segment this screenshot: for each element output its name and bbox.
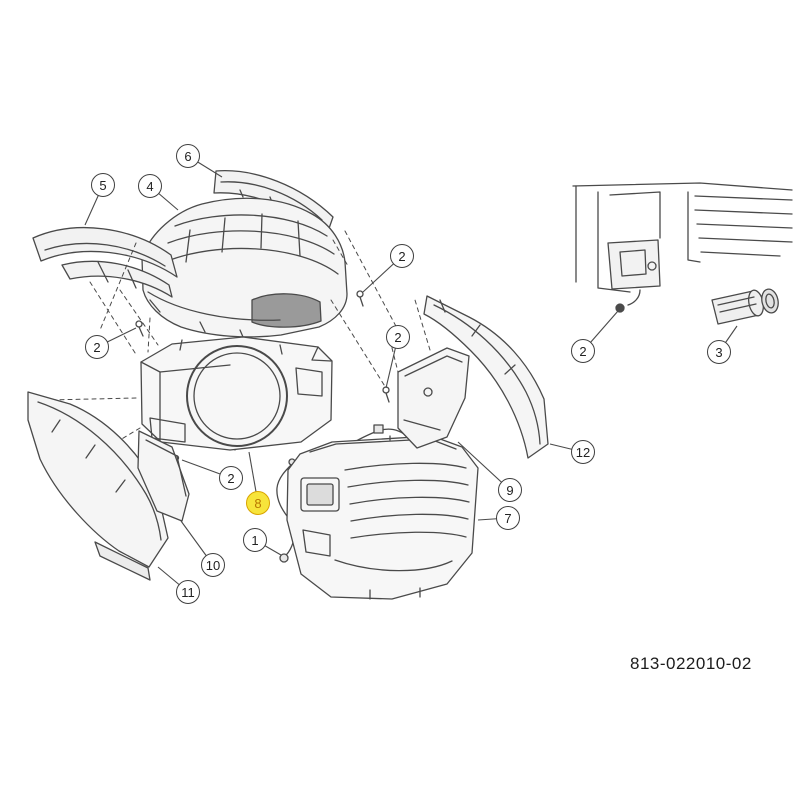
callout-8[interactable]: 8 xyxy=(246,491,270,515)
callout-12[interactable]: 12 xyxy=(571,440,595,464)
alignment-lines xyxy=(47,230,431,471)
callout-2[interactable]: 2 xyxy=(85,335,109,359)
left-rear-panel-part xyxy=(27,391,169,581)
fan-housing-part xyxy=(140,336,333,451)
callout-2[interactable]: 2 xyxy=(571,339,595,363)
callout-6[interactable]: 6 xyxy=(176,144,200,168)
right-front-panel-part xyxy=(397,347,470,449)
left-front-panel-part xyxy=(137,430,190,522)
hood-part xyxy=(141,197,348,338)
callout-2[interactable]: 2 xyxy=(390,244,414,268)
callout-9[interactable]: 9 xyxy=(498,478,522,502)
callout-7[interactable]: 7 xyxy=(496,506,520,530)
detail-view xyxy=(572,182,793,325)
callout-4[interactable]: 4 xyxy=(138,174,162,198)
callout-2[interactable]: 2 xyxy=(219,466,243,490)
right-rear-panel-part xyxy=(423,295,549,459)
front-grille-part xyxy=(286,433,479,600)
callout-3[interactable]: 3 xyxy=(707,340,731,364)
callout-2[interactable]: 2 xyxy=(386,325,410,349)
callout-11[interactable]: 11 xyxy=(176,580,200,604)
left-trim-part xyxy=(32,227,178,298)
callout-10[interactable]: 10 xyxy=(201,553,225,577)
cylinder-part xyxy=(711,288,779,325)
part-number: 813-022010-02 xyxy=(630,654,752,673)
callout-5[interactable]: 5 xyxy=(91,173,115,197)
callout-1[interactable]: 1 xyxy=(243,528,267,552)
